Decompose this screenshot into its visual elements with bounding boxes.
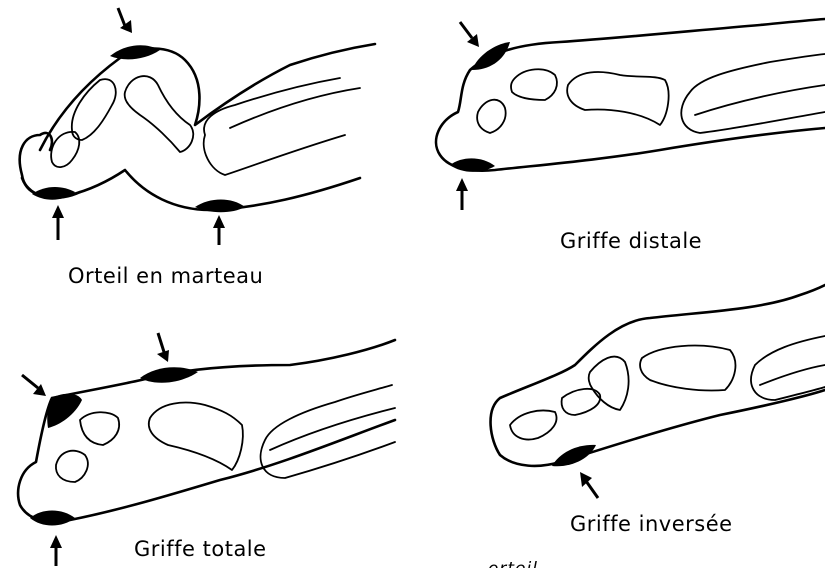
hammer-toe-proximal-phalanx (125, 76, 194, 152)
distal-claw-distal-phalanx (477, 100, 506, 133)
distal-claw-proximal-phalanx (567, 72, 668, 125)
hammer-toe-arrow-plantar (213, 215, 225, 245)
inverted-claw-proximal-phalanx (589, 357, 629, 410)
hammer-toe-arrow-dorsal (118, 8, 132, 33)
hammer-toe-arrow-tip (52, 205, 64, 240)
total-claw-arrow-dorsal (157, 333, 169, 362)
total-claw-distal-phalanx (56, 451, 88, 482)
panel-total-claw: Griffe totale (18, 333, 395, 566)
hammer-toe-callus-tip (32, 187, 75, 200)
panel-inverted-claw: Griffe inversée (491, 285, 825, 536)
inverted-claw-tendon (760, 365, 825, 385)
hammer-toe-middle-phalanx (72, 79, 116, 140)
total-claw-middle-phalanx (80, 412, 119, 445)
inverted-claw-callus-plantar (552, 445, 596, 466)
label-total-claw: Griffe totale (134, 537, 267, 561)
total-claw-proximal-phalanx (149, 403, 243, 470)
total-claw-arrow-tip-dorsal (22, 375, 46, 396)
inverted-claw-metatarsal-head (640, 346, 735, 391)
panel-hammer-toe: Orteil en marteau (20, 8, 375, 288)
panel-distal-claw: Griffe distale (436, 19, 825, 253)
distal-claw-tendon (695, 85, 825, 115)
distal-claw-arrow-dorsal (460, 22, 479, 47)
caption-fragment: orteil (488, 559, 538, 568)
total-claw-callus-tip-dorsal (47, 394, 82, 428)
hammer-toe-outline (20, 44, 375, 210)
inverted-claw-arrow-plantar (580, 472, 598, 498)
label-distal-claw: Griffe distale (560, 229, 702, 253)
total-claw-outline (18, 340, 395, 522)
label-inverted-claw: Griffe inversée (570, 512, 733, 536)
hammer-toe-callus-dorsal (110, 45, 160, 59)
distal-claw-metatarsal (681, 54, 825, 133)
total-claw-metatarsal (261, 385, 395, 478)
distal-claw-middle-phalanx (511, 69, 557, 100)
total-claw-callus-tip (30, 511, 75, 526)
total-claw-callus-dorsal (140, 367, 198, 383)
inverted-claw-outline (491, 285, 825, 466)
label-hammer-toe: Orteil en marteau (68, 264, 263, 288)
distal-claw-arrow-tip (456, 178, 468, 210)
hammer-toe-tendon (230, 88, 360, 128)
hammer-toe-metatarsal (204, 78, 345, 175)
total-claw-arrow-tip (50, 535, 62, 566)
inverted-claw-distal-phalanx (510, 411, 556, 440)
